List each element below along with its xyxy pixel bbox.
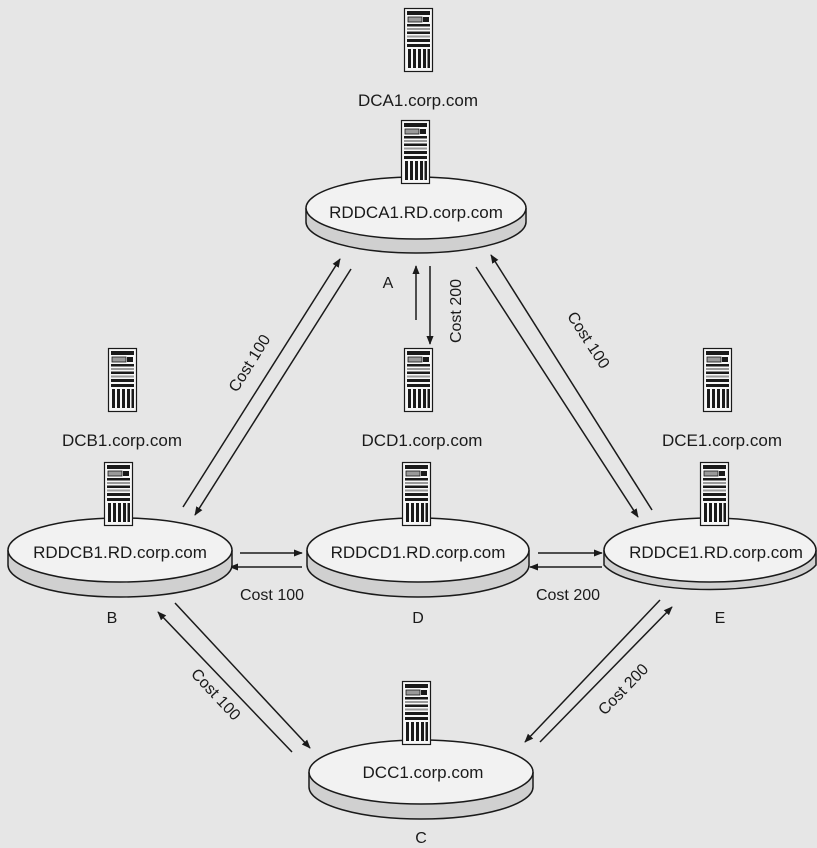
link-cost-label: Cost 100: [240, 587, 304, 604]
site-disk: [603, 517, 817, 591]
link-cost-label: Cost 200: [595, 661, 652, 719]
link-a-b: Cost 100: [182, 258, 352, 516]
server-label: DCD1.corp.com: [362, 431, 483, 450]
server-icon: [702, 347, 733, 413]
server-icon: [103, 461, 134, 527]
arrow-b-to-a: [182, 258, 341, 508]
link-a-d: Cost 200: [412, 265, 465, 345]
server-icon: [401, 680, 432, 746]
site-disk-label: RDDCA1.RD.corp.com: [329, 203, 503, 222]
server-icon: [403, 347, 434, 413]
site-disk: [7, 517, 233, 598]
link-c-e: Cost 200: [524, 599, 673, 743]
server-label: DCB1.corp.com: [62, 431, 182, 450]
site-disk-label: RDDCE1.RD.corp.com: [629, 543, 803, 562]
site-disk-label: DCC1.corp.com: [363, 763, 484, 782]
link-cost-label: Cost 100: [226, 332, 274, 395]
site-disk: [305, 176, 527, 254]
site-letter: E: [715, 610, 726, 627]
link-a-e: Cost 100: [475, 254, 653, 518]
arrow-b-to-c: [174, 602, 311, 749]
site-letter: D: [412, 610, 424, 627]
link-cost-label: Cost 100: [563, 309, 612, 372]
server-icon: [401, 461, 432, 527]
link-d-e: Cost 200: [529, 549, 603, 604]
link-cost-label: Cost 200: [536, 587, 600, 604]
server-icon: [699, 461, 730, 527]
site-disk-label: RDDCD1.RD.corp.com: [331, 543, 506, 562]
site-disk-label: RDDCB1.RD.corp.com: [33, 543, 207, 562]
arrow-c-to-e: [539, 606, 673, 743]
arrow-a-to-b: [194, 268, 352, 516]
link-b-c: Cost 100: [157, 602, 311, 753]
server-icon: [400, 119, 431, 185]
server-icon: [403, 7, 434, 73]
site-d: RDDCD1.RD.corp.com D DCD1.corp.com: [306, 347, 530, 627]
site-disk: [308, 739, 534, 820]
site-b: RDDCB1.RD.corp.com B DCB1.corp.com: [7, 347, 233, 627]
link-cost-label: Cost 100: [187, 666, 243, 725]
site-letter: B: [107, 610, 118, 627]
site-letter: C: [415, 830, 427, 847]
site-c: DCC1.corp.com C: [308, 680, 534, 847]
arrow-e-to-a: [490, 254, 653, 511]
arrow-a-to-e: [475, 266, 639, 518]
site-a: RDDCA1.RD.corp.com A DCA1.corp.com: [305, 7, 527, 292]
site-e: RDDCE1.RD.corp.com E DCE1.corp.com: [603, 347, 817, 627]
site-letter: A: [383, 275, 394, 292]
server-label: DCE1.corp.com: [662, 431, 782, 450]
link-b-d: Cost 100: [229, 549, 304, 604]
link-cost-label: Cost 200: [448, 279, 465, 343]
server-label: DCA1.corp.com: [358, 91, 478, 110]
server-icon: [107, 347, 138, 413]
arrow-c-to-b: [157, 611, 293, 753]
arrow-e-to-c: [524, 599, 661, 743]
